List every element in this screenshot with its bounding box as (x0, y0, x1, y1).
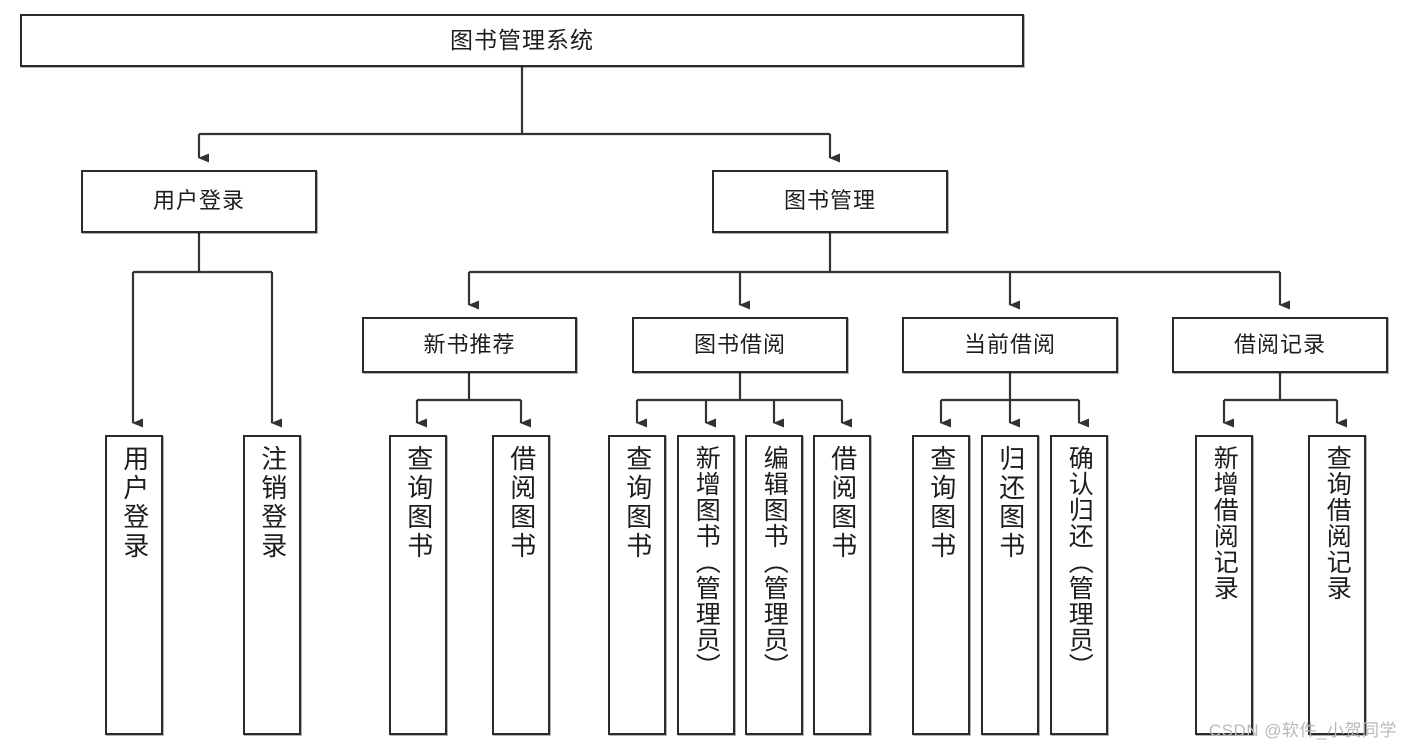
leaf-user-login[interactable]: 用户登录 (105, 435, 163, 735)
node-label: 新书推荐 (423, 331, 516, 357)
node-user-login[interactable]: 用户登录 (81, 170, 317, 233)
node-label: 借阅记录 (1233, 331, 1326, 357)
node-root[interactable]: 图书管理系统 (20, 14, 1024, 67)
leaf-confirm-return[interactable]: 确认归还（管理员） (1050, 435, 1108, 735)
leaf-borrow-book-2[interactable]: 借阅图书 (813, 435, 871, 735)
leaf-query-book-3[interactable]: 查询图书 (912, 435, 970, 735)
node-label: 图书借阅 (693, 331, 786, 357)
node-label: 新增借阅记录 (1210, 445, 1239, 601)
leaf-query-record[interactable]: 查询借阅记录 (1308, 435, 1366, 735)
leaf-borrow-book-1[interactable]: 借阅图书 (492, 435, 550, 735)
node-label: 确认归还（管理员） (1065, 445, 1094, 679)
node-label: 图书管理 (783, 188, 876, 214)
node-label: 用户登录 (152, 188, 245, 214)
node-label: 借阅图书 (827, 445, 858, 561)
leaf-return-book[interactable]: 归还图书 (981, 435, 1039, 735)
node-borrow-record[interactable]: 借阅记录 (1172, 317, 1388, 373)
node-label: 查询借阅记录 (1323, 445, 1352, 601)
node-label: 查询图书 (403, 445, 434, 561)
node-label: 查询图书 (622, 445, 653, 561)
node-label: 当前借阅 (963, 331, 1056, 357)
node-label: 注销登录 (257, 445, 288, 561)
node-label: 用户登录 (119, 445, 150, 561)
node-label: 借阅图书 (506, 445, 537, 561)
node-label: 新增图书（管理员） (692, 445, 721, 679)
node-label: 编辑图书（管理员） (760, 445, 789, 679)
leaf-query-book-2[interactable]: 查询图书 (608, 435, 666, 735)
node-label: 查询图书 (926, 445, 957, 561)
node-label: 图书管理系统 (450, 26, 594, 53)
node-label: 归还图书 (995, 445, 1026, 561)
leaf-add-book[interactable]: 新增图书（管理员） (677, 435, 735, 735)
leaf-logout[interactable]: 注销登录 (243, 435, 301, 735)
watermark: CSDN @软件_小贺同学 (1208, 721, 1397, 740)
leaf-query-book-1[interactable]: 查询图书 (389, 435, 447, 735)
leaf-add-record[interactable]: 新增借阅记录 (1195, 435, 1253, 735)
node-new-book-rec[interactable]: 新书推荐 (362, 317, 577, 373)
node-book-manage[interactable]: 图书管理 (712, 170, 948, 233)
leaf-edit-book[interactable]: 编辑图书（管理员） (745, 435, 803, 735)
node-current-borrow[interactable]: 当前借阅 (902, 317, 1118, 373)
node-book-borrow[interactable]: 图书借阅 (632, 317, 848, 373)
